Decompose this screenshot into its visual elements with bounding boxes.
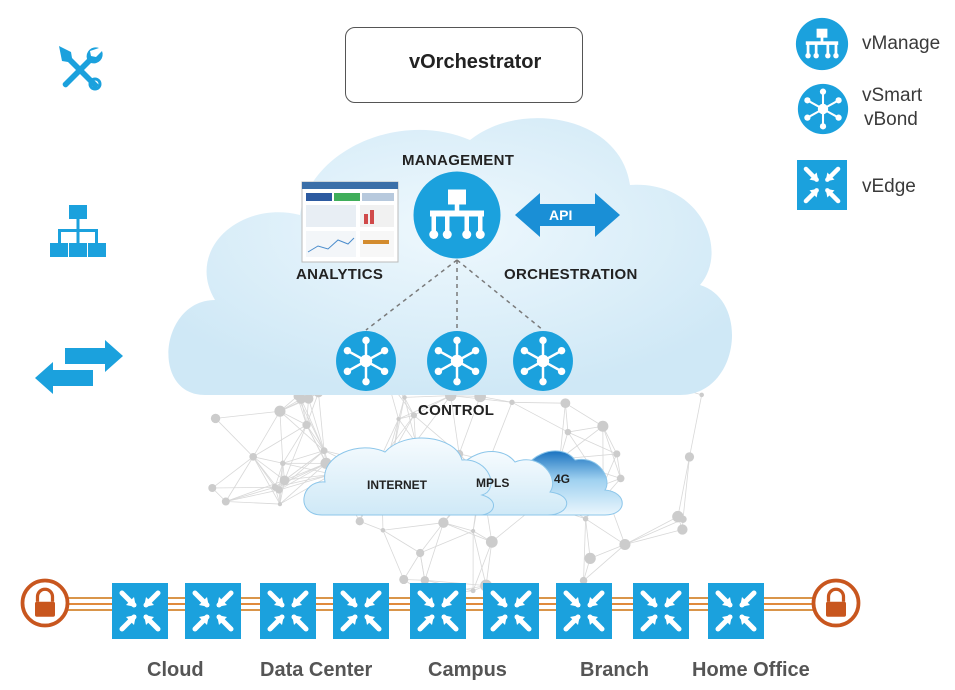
internet-label: INTERNET — [367, 478, 427, 492]
control-links — [365, 259, 544, 331]
vedge-icon — [483, 583, 539, 639]
control-vsmart-icon-3 — [512, 330, 574, 392]
hierarchy-icon — [50, 205, 106, 257]
vedge-icon — [633, 583, 689, 639]
site-label-campus: Campus — [428, 659, 507, 681]
vedge-icon — [185, 583, 241, 639]
site-label-cloud: Cloud — [147, 659, 204, 681]
lock-icon-right — [811, 578, 861, 628]
legend-vsmart-icon — [797, 83, 849, 135]
site-label-home-office: Home Office — [692, 659, 810, 681]
legend-vbond-label: vBond — [864, 109, 918, 130]
site-label-branch: Branch — [580, 659, 649, 681]
site-label-data-center: Data Center — [260, 659, 373, 681]
mpls-label: MPLS — [476, 476, 510, 490]
control-vsmart-icon-2 — [426, 330, 488, 392]
legend-vmanage-icon — [795, 17, 849, 71]
vedge-icon — [708, 583, 764, 639]
api-label: API — [549, 207, 573, 223]
legend-vedge-label: vEdge — [862, 176, 916, 197]
vorchestrator-box — [345, 27, 583, 103]
legend-vmanage-label: vManage — [862, 33, 941, 54]
vedge-icon — [410, 583, 466, 639]
transport-internet-cloud — [303, 437, 494, 516]
control-vsmart-icon-1 — [335, 330, 397, 392]
api-arrow-icon — [515, 193, 620, 237]
lte-label: 4G — [554, 472, 571, 486]
tools-icon — [59, 46, 103, 91]
management-label: MANAGEMENT — [402, 152, 515, 169]
vedge-icon — [260, 583, 316, 639]
orchestration-label: ORCHESTRATION — [504, 266, 638, 283]
vedge-icon — [556, 583, 612, 639]
control-label: CONTROL — [418, 402, 495, 419]
legend-vedge-icon — [797, 160, 847, 210]
vorchestrator-label: vOrchestrator — [409, 51, 542, 73]
management-vmanage-icon — [413, 171, 501, 259]
analytics-dashboard-image — [301, 181, 399, 263]
lock-icon-left — [20, 578, 70, 628]
analytics-label: ANALYTICS — [296, 266, 384, 283]
vedge-icon — [112, 583, 168, 639]
vedge-icon — [333, 583, 389, 639]
exchange-arrows-icon — [35, 340, 123, 394]
legend-vsmart-label: vSmart — [862, 85, 923, 106]
vedge-row — [112, 583, 764, 639]
